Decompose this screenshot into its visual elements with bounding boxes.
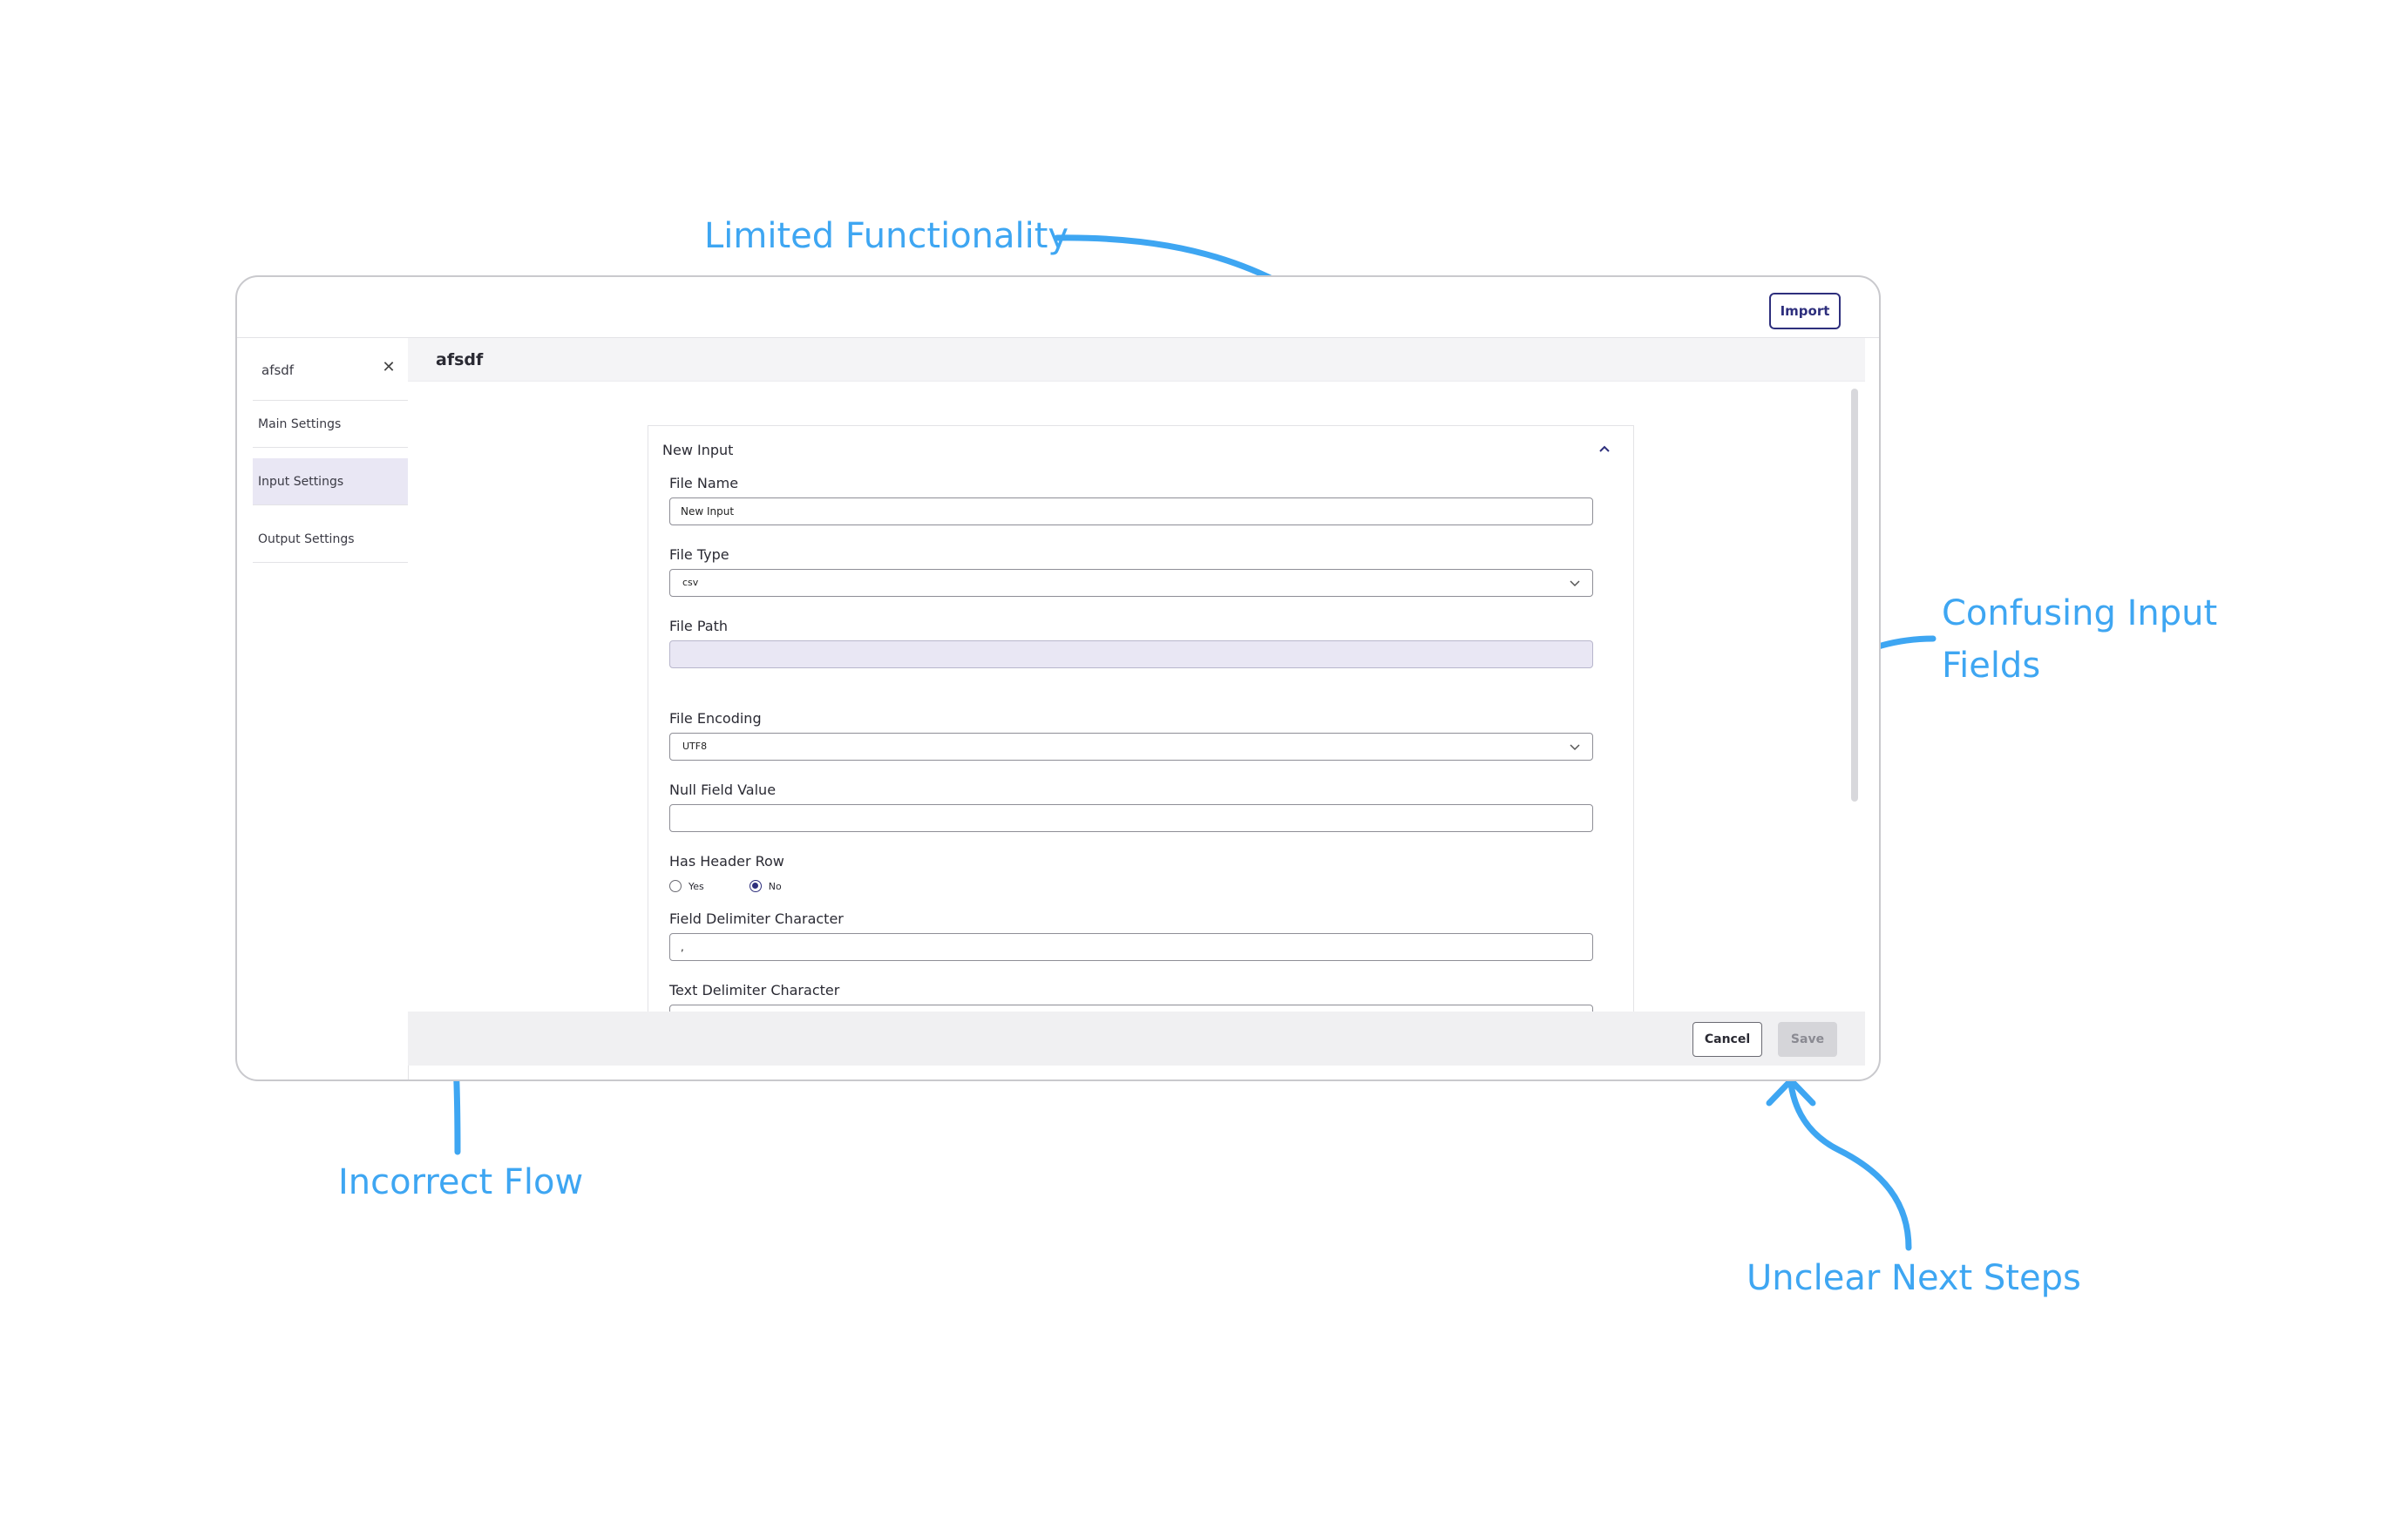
top-bar: Import (237, 277, 1879, 338)
text-delimiter-input[interactable] (669, 1005, 1593, 1012)
sidebar-item-label: Output Settings (258, 531, 355, 546)
sidebar-search-value: afsdf (261, 362, 295, 378)
sidebar: afsdf ✕ Main Settings Input Settings Out… (253, 338, 409, 1079)
page-title: afsdf (436, 350, 484, 369)
new-input-panel: New Input File Name File Type csv File P… (648, 425, 1634, 1012)
annotation-unclear-next-steps: Unclear Next Steps (1747, 1258, 2081, 1298)
annotation-limited-functionality: Limited Functionality (704, 216, 1069, 256)
sidebar-item-input-settings[interactable]: Input Settings (253, 458, 408, 505)
sidebar-item-main-settings[interactable]: Main Settings (253, 401, 408, 448)
null-field-value-label: Null Field Value (669, 782, 777, 798)
file-path-input[interactable] (669, 640, 1593, 668)
footer-bar: Cancel Save (408, 1012, 1865, 1066)
sidebar-item-output-settings[interactable]: Output Settings (253, 516, 408, 563)
radio-yes-label: Yes (688, 880, 704, 892)
content-area: New Input File Name File Type csv File P… (408, 382, 1865, 1012)
chevron-down-icon (1570, 580, 1580, 587)
annotation-confusing-input-fields: Confusing Input Fields (1942, 593, 2218, 686)
file-path-label: File Path (669, 618, 729, 634)
app-window: Import afsdf ✕ Main Settings Input Setti… (235, 275, 1881, 1081)
field-delimiter-label: Field Delimiter Character (669, 910, 844, 927)
radio-yes[interactable] (669, 880, 682, 892)
unclear-steps-arrow (1787, 1080, 1912, 1251)
page-header: afsdf (408, 338, 1865, 382)
file-encoding-select[interactable]: UTF8 (669, 733, 1593, 761)
file-encoding-value: UTF8 (682, 741, 708, 752)
cancel-button[interactable]: Cancel (1692, 1022, 1762, 1057)
close-icon[interactable]: ✕ (382, 358, 396, 376)
has-header-row-radio-group: Yes No (669, 877, 827, 895)
import-button[interactable]: Import (1769, 293, 1841, 329)
text-delimiter-label: Text Delimiter Character (669, 982, 840, 998)
field-delimiter-input[interactable] (669, 933, 1593, 961)
has-header-row-label: Has Header Row (669, 853, 784, 870)
annotation-incorrect-flow: Incorrect Flow (338, 1162, 584, 1202)
sidebar-item-label: Main Settings (258, 416, 342, 431)
panel-title: New Input (662, 442, 734, 458)
file-name-label: File Name (669, 475, 739, 491)
chevron-down-icon (1570, 744, 1580, 751)
file-encoding-label: File Encoding (669, 710, 762, 727)
file-type-select[interactable]: csv (669, 569, 1593, 597)
unclear-steps-arrowhead (1766, 1077, 1816, 1107)
file-type-value: csv (682, 577, 699, 588)
sidebar-search[interactable]: afsdf ✕ (253, 338, 408, 401)
sidebar-item-label: Input Settings (258, 474, 344, 489)
radio-no-label: No (768, 880, 782, 892)
save-button[interactable]: Save (1778, 1022, 1837, 1057)
file-type-label: File Type (669, 546, 729, 563)
scrollbar[interactable] (1851, 389, 1858, 802)
null-field-value-input[interactable] (669, 804, 1593, 832)
chevron-up-icon[interactable] (1596, 440, 1613, 457)
radio-no[interactable] (749, 880, 762, 892)
file-name-input[interactable] (669, 497, 1593, 525)
